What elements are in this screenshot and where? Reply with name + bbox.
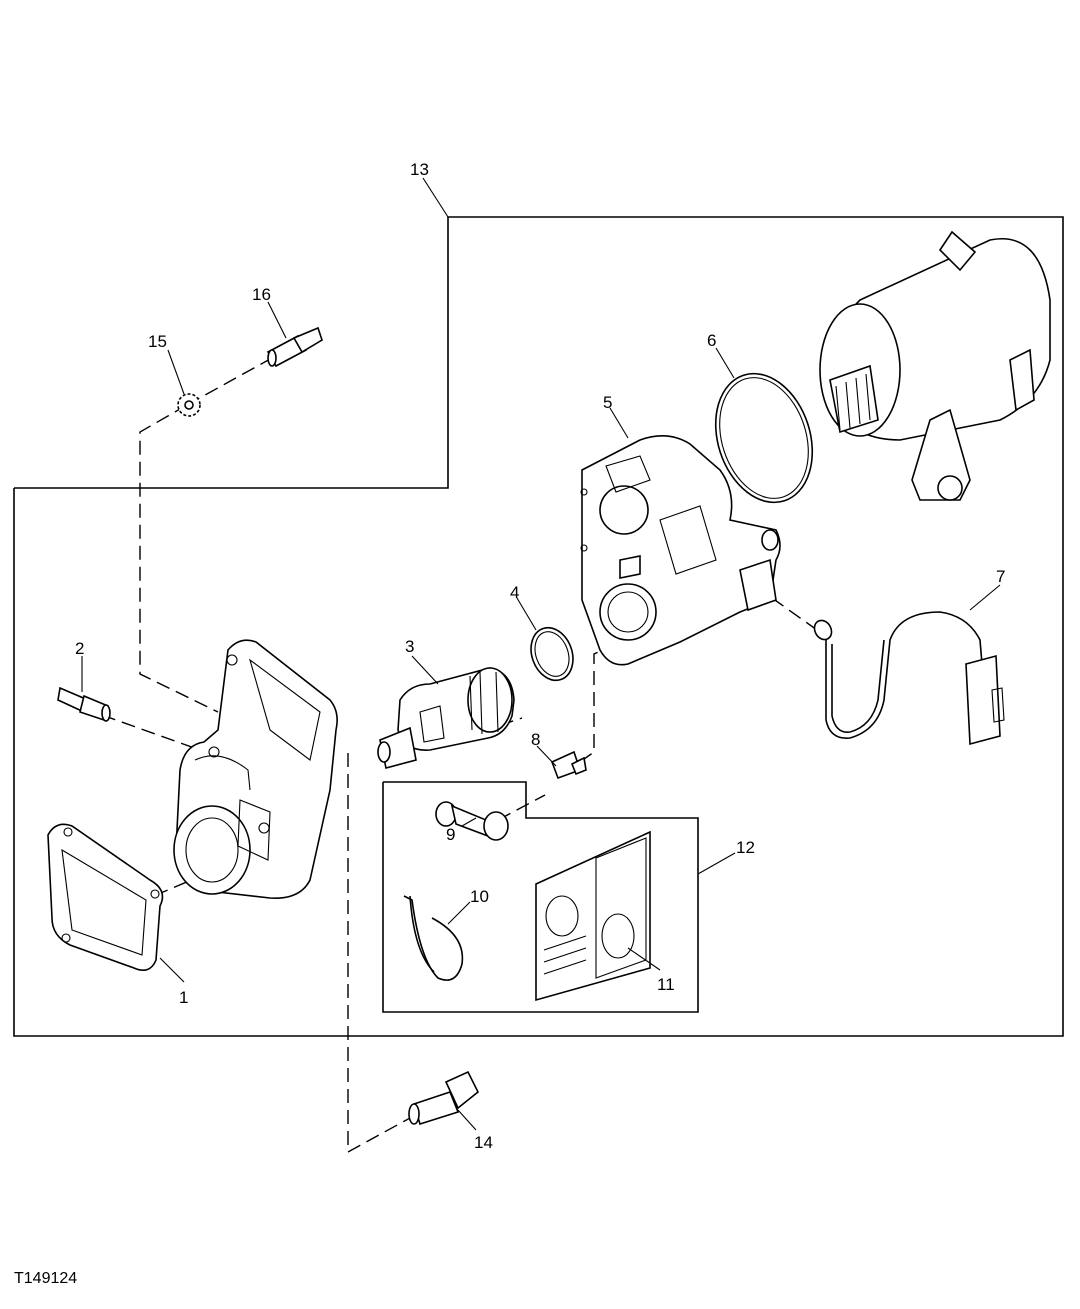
callout-3: 3 [405, 637, 414, 656]
drive-housing [173, 639, 338, 899]
callout-4: 4 [510, 583, 519, 602]
gear-housing-5 [580, 435, 781, 666]
callout-13: 13 [410, 160, 429, 179]
gasket-1 [47, 823, 164, 971]
callout-12: 12 [736, 838, 755, 857]
drive-pinion-3 [377, 667, 515, 769]
strap-10 [403, 895, 464, 981]
o-ring-6 [714, 372, 814, 504]
assembly-boundary-13 [13, 177, 1064, 1037]
kit-boundary-12 [382, 781, 736, 1013]
callout-1: 1 [179, 988, 188, 1007]
callout-6: 6 [707, 331, 716, 350]
stud-2 [57, 686, 111, 722]
wiring-lead-7 [813, 611, 1005, 746]
callout-7: 7 [996, 567, 1005, 586]
callout-15: 15 [148, 332, 167, 351]
callout-10: 10 [470, 887, 489, 906]
callout-11: 11 [657, 975, 675, 994]
callout-9: 9 [446, 825, 455, 844]
callout-16: 16 [252, 285, 271, 304]
callout-2: 2 [75, 639, 84, 658]
lock-washer-15 [177, 393, 201, 417]
callout-labels: 1 2 3 4 5 6 7 8 9 10 11 12 13 14 15 16 [75, 160, 1005, 1152]
callout-14: 14 [474, 1133, 493, 1152]
decal-11 [535, 830, 651, 1002]
cap-screw-14 [408, 1070, 480, 1126]
figure-id: T149124 [14, 1270, 78, 1287]
leader-lines [81, 301, 1001, 1131]
plug-8 [550, 750, 587, 780]
callout-5: 5 [603, 393, 612, 412]
o-ring-4 [530, 626, 574, 682]
callout-8: 8 [531, 730, 540, 749]
stud-16 [266, 326, 323, 368]
starter-motor [819, 230, 1051, 501]
